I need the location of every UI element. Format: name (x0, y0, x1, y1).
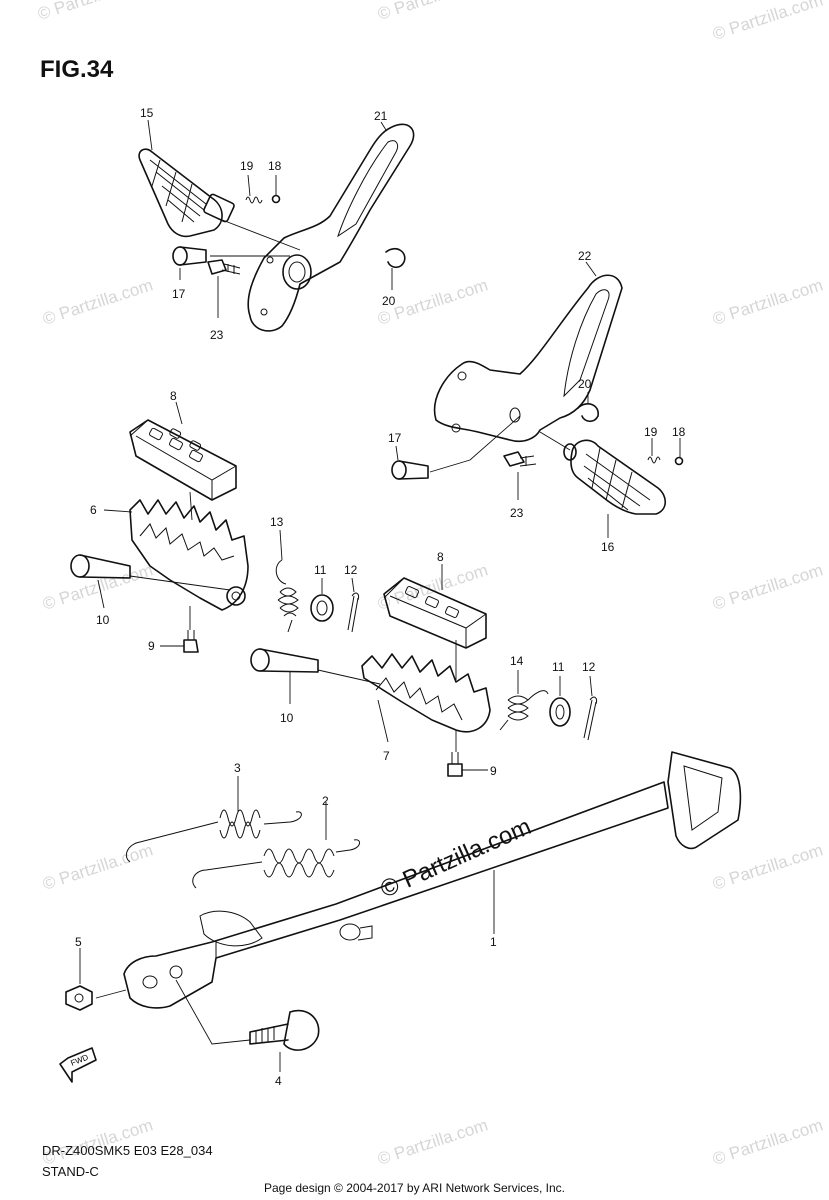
footer-credit: Page design © 2004-2017 by ARI Network S… (263, 1181, 565, 1195)
part-9-bolt (447, 752, 463, 777)
part-20-clip (577, 403, 599, 423)
figure-title: FIG.34 (40, 56, 114, 83)
part-19-spring (647, 456, 661, 464)
fwd-label: FWD (69, 1053, 89, 1068)
callout-17: 17 (388, 431, 402, 445)
part-7-footrest (361, 653, 491, 733)
callout-19: 19 (644, 425, 658, 439)
part-15-footrest (138, 148, 235, 238)
part-17-pin (391, 460, 429, 480)
part-1-side-stand (123, 751, 742, 1009)
callout-8: 8 (437, 550, 444, 564)
callout-9: 9 (490, 764, 497, 778)
callout-labels: 15 21 19 18 17 23 20 22 20 19 18 17 23 1… (75, 106, 686, 1088)
callout-7: 7 (383, 749, 390, 763)
fwd-arrow-icon: FWD (59, 1047, 97, 1083)
callout-8: 8 (170, 389, 177, 403)
part-4-bolt (249, 1009, 320, 1051)
watermark: © Partzilla.com (40, 275, 155, 328)
part-11-washer (310, 594, 334, 622)
callout-21: 21 (374, 109, 388, 123)
part-17-pin (172, 246, 207, 266)
callout-12: 12 (582, 660, 596, 674)
part-8-footrest-rubber (383, 577, 487, 649)
part-23-bolt (207, 259, 241, 275)
watermark: © Partzilla.com (375, 1115, 490, 1168)
part-9-bolt (183, 630, 199, 653)
watermark: © Partzilla.com (710, 1115, 825, 1168)
part-20-clip (385, 247, 406, 269)
part-8-footrest-rubber (129, 419, 237, 501)
callout-9: 9 (148, 639, 155, 653)
callout-5: 5 (75, 935, 82, 949)
callout-4: 4 (275, 1074, 282, 1088)
callout-16: 16 (601, 540, 615, 554)
watermark: © Partzilla.com (375, 0, 490, 24)
part-16-footrest (563, 439, 667, 515)
callout-14: 14 (510, 654, 524, 668)
part-18-ball (271, 194, 281, 204)
watermark: © Partzilla.com (710, 0, 825, 44)
part-11-washer (549, 697, 571, 727)
watermark-center: © Partzilla.com (376, 813, 535, 903)
part-6-footrest (129, 499, 249, 611)
callout-2: 2 (322, 794, 329, 808)
part-14-spring (499, 690, 549, 731)
callout-6: 6 (90, 503, 97, 517)
part-13-spring (275, 559, 299, 633)
leader-lines (79, 119, 681, 1072)
callout-23: 23 (510, 506, 524, 520)
callout-11: 11 (314, 563, 327, 577)
part-23-bolt (503, 451, 537, 467)
part-12-cotter-pin (583, 696, 597, 741)
callout-12: 12 (344, 563, 358, 577)
model-code: DR-Z400SMK5 E03 E28_034 (42, 1143, 213, 1158)
part-19-spring (245, 196, 263, 204)
callout-10: 10 (96, 613, 110, 627)
part-5-nut (65, 985, 93, 1011)
callout-18: 18 (672, 425, 686, 439)
watermark: © Partzilla.com (710, 275, 825, 328)
watermark: © Partzilla.com (40, 560, 155, 613)
part-10-pin (70, 554, 131, 579)
callout-1: 1 (490, 935, 497, 949)
callout-20: 20 (578, 377, 592, 391)
watermark: © Partzilla.com (35, 0, 150, 24)
callout-15: 15 (140, 106, 154, 120)
callout-19: 19 (240, 159, 254, 173)
callout-11: 11 (552, 660, 565, 674)
part-21-bracket (247, 123, 415, 332)
callout-20: 20 (382, 294, 396, 308)
part-3-spring (125, 809, 302, 863)
callout-17: 17 (172, 287, 186, 301)
callout-13: 13 (270, 515, 284, 529)
watermark: © Partzilla.com (710, 840, 825, 893)
part-2-spring (192, 839, 360, 889)
callout-22: 22 (578, 249, 592, 263)
watermark: © Partzilla.com (40, 840, 155, 893)
part-12-cotter-pin (347, 592, 359, 633)
part-18-ball (674, 456, 684, 466)
callout-18: 18 (268, 159, 282, 173)
section-name: STAND-C (42, 1164, 99, 1179)
callout-10: 10 (280, 711, 294, 725)
callout-23: 23 (210, 328, 224, 342)
watermark: © Partzilla.com (710, 560, 825, 613)
callout-3: 3 (234, 761, 241, 775)
watermark-grid: © Partzilla.com © Partzilla.com © Partzi… (35, 0, 825, 1169)
part-10-pin (250, 648, 319, 673)
